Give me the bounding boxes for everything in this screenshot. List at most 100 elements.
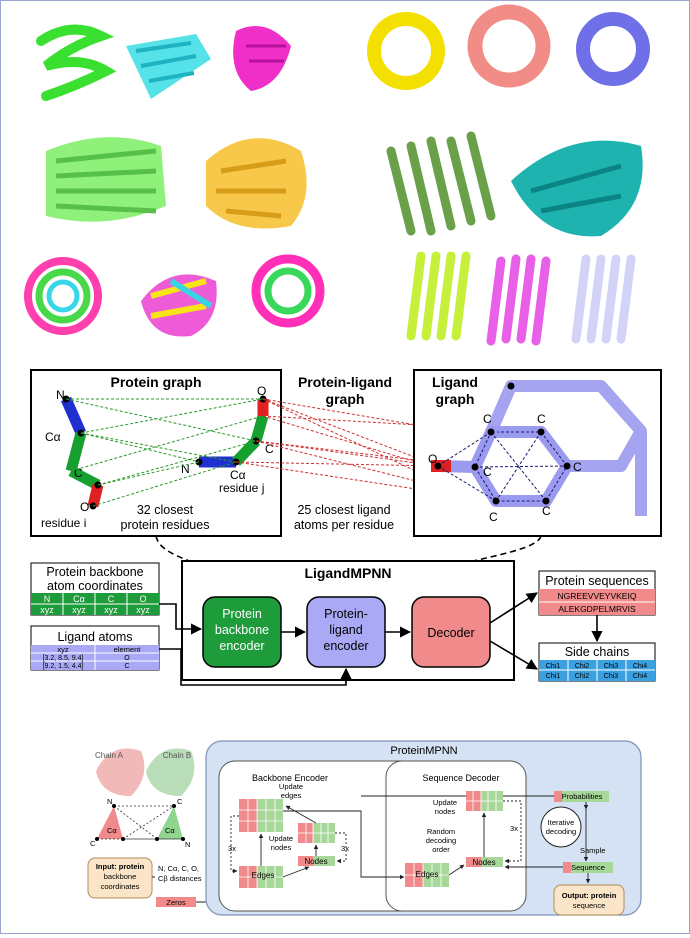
decoder-node-grid-top xyxy=(466,791,503,811)
side-chains-table: Side chains Chi1 Chi2 Chi3 Chi4 Chi1 Chi… xyxy=(538,642,656,682)
output-line1: Output: protein xyxy=(562,891,617,900)
rainbow-ring-2 xyxy=(251,254,325,328)
teal-domain xyxy=(511,140,643,237)
protein-encoder-line3: encoder xyxy=(219,639,264,653)
ligand-header-xyz: xyz xyxy=(57,645,69,654)
protein-graph-title: Protein graph xyxy=(110,374,201,390)
random-line1: Random xyxy=(427,827,455,836)
update-nodes-line1-encoder: Update xyxy=(269,834,293,843)
rainbow-ring-1 xyxy=(24,257,102,335)
ligand-atom-c4: C xyxy=(573,460,582,474)
protein-sequences-table: Protein sequences NGREEVVEYVKEIQ ALEKGDP… xyxy=(538,570,656,616)
ligand-table-title: Ligand atoms xyxy=(57,630,132,644)
backbone-table-arrow xyxy=(159,603,203,635)
iterative-line2: decoding xyxy=(546,827,576,836)
ligand-graph-title-line2: graph xyxy=(436,391,475,407)
update-nodes-line2-encoder: nodes xyxy=(271,843,292,852)
chi3-a: Chi3 xyxy=(604,663,619,670)
nodes-label-decoder: Nodes xyxy=(472,858,495,867)
atom-o-label-i: O xyxy=(80,500,89,514)
side-chains-title: Side chains xyxy=(565,645,630,659)
decoder-label: Decoder xyxy=(427,626,474,640)
magenta-helix-bundle xyxy=(486,254,551,346)
backbone-header-o: O xyxy=(139,594,146,604)
tri-b-n: N xyxy=(185,840,190,849)
repeat-label-3: 3x xyxy=(510,824,518,833)
residue-j-label: residue j xyxy=(219,481,264,495)
backbone-value-n: xyz xyxy=(40,605,54,615)
protein-encoder-line2: backbone xyxy=(215,623,269,637)
tri-b-c: C xyxy=(177,797,183,806)
tri-a-n: N xyxy=(107,797,112,806)
ligand-atom-c6: C xyxy=(542,504,551,518)
yellow-ring xyxy=(367,12,445,90)
ligand-atom-c1: C xyxy=(483,412,492,426)
sample-label: Sample xyxy=(580,846,605,855)
nodes-label-encoder: Nodes xyxy=(304,857,327,866)
ligand-atom-c2: C xyxy=(537,412,546,426)
atom-n-label-j: N xyxy=(181,462,190,476)
chi1-b: Chi1 xyxy=(546,673,561,680)
sequence-row-1: NGREEVVEYVKEIQ xyxy=(558,591,637,601)
cyan-sheet-domain xyxy=(126,34,211,99)
decoder-to-sequences-arrow xyxy=(489,592,538,624)
output-box xyxy=(553,884,625,916)
lightgreen-sheet xyxy=(46,137,166,222)
tri-a-c: C xyxy=(90,839,96,848)
chi2-a: Chi2 xyxy=(575,663,590,670)
lavender-helix-bundle xyxy=(571,254,636,344)
ligand-row1-xyz: [3.2, 8.5, 9.4] xyxy=(43,655,84,662)
chi2-b: Chi2 xyxy=(575,673,590,680)
ligand-table-arrow xyxy=(159,648,352,686)
ligand-header-element: element xyxy=(114,645,142,654)
backbone-value-ca: xyz xyxy=(72,605,86,615)
lime-helix-bundle xyxy=(406,251,471,341)
protein-encoder-line1: Protein xyxy=(222,607,262,621)
atom-ca-label-i: Cα xyxy=(45,430,61,444)
ligand-encoder-line3: encoder xyxy=(323,639,368,653)
encoder-edge-grid-top xyxy=(239,799,283,832)
update-edges-line1: Update xyxy=(279,782,303,791)
backbone-value-o: xyz xyxy=(136,605,150,615)
ligand-graph-box xyxy=(413,369,662,537)
backbone-header-ca: Cα xyxy=(73,594,85,604)
atom-ca-label-j: Cα xyxy=(230,468,246,482)
protein-ligand-title-line1: Protein-ligand xyxy=(298,374,392,390)
closest-residues-line2: protein residues xyxy=(121,518,210,532)
update-edges-line2: edges xyxy=(281,791,302,800)
olive-helix-pair xyxy=(386,131,496,236)
zeros-label: Zeros xyxy=(166,898,185,907)
ligand-atom-c5: C xyxy=(489,510,498,524)
backbone-triangles xyxy=(95,804,185,841)
chain-b-label: Chain B xyxy=(163,751,191,760)
encoder-node-grid-top xyxy=(298,823,335,843)
encoder-flow-arrows xyxy=(230,805,405,880)
sequence-bar-accent xyxy=(563,862,571,873)
repeat-label-2: 3x xyxy=(341,844,349,853)
sequences-title: Protein sequences xyxy=(545,574,649,588)
chi4-b: Chi4 xyxy=(633,673,648,680)
chi4-a: Chi4 xyxy=(633,663,648,670)
magenta-domain xyxy=(233,26,291,91)
atom-c-label-j: C xyxy=(265,442,274,456)
update-nodes-line1-decoder: Update xyxy=(433,798,457,807)
decoder-edge-grid xyxy=(405,863,449,887)
ligand-atoms-table: Ligand atoms xyz element [3.2, 8.5, 9.4]… xyxy=(30,625,160,671)
backbone-value-c: xyz xyxy=(104,605,118,615)
residue-j-backbone xyxy=(195,395,269,468)
protein-structure-gallery xyxy=(24,4,650,346)
probabilities-bar xyxy=(554,791,609,802)
backbone-header-n: N xyxy=(44,594,51,604)
green-helix-bundle xyxy=(36,24,117,101)
sequence-label: Sequence xyxy=(571,863,605,872)
decoder-box xyxy=(411,596,491,668)
tri-a-ca: Cα xyxy=(107,826,117,835)
random-line3: order xyxy=(432,845,450,854)
input-line3: coordinates xyxy=(101,882,140,891)
ligand-graph-title-line1: Ligand xyxy=(432,374,478,390)
backbone-header-c: C xyxy=(108,594,115,604)
chi1-a: Chi1 xyxy=(546,663,561,670)
sequence-bar xyxy=(563,862,613,873)
input-line1: Input: protein xyxy=(96,862,145,871)
